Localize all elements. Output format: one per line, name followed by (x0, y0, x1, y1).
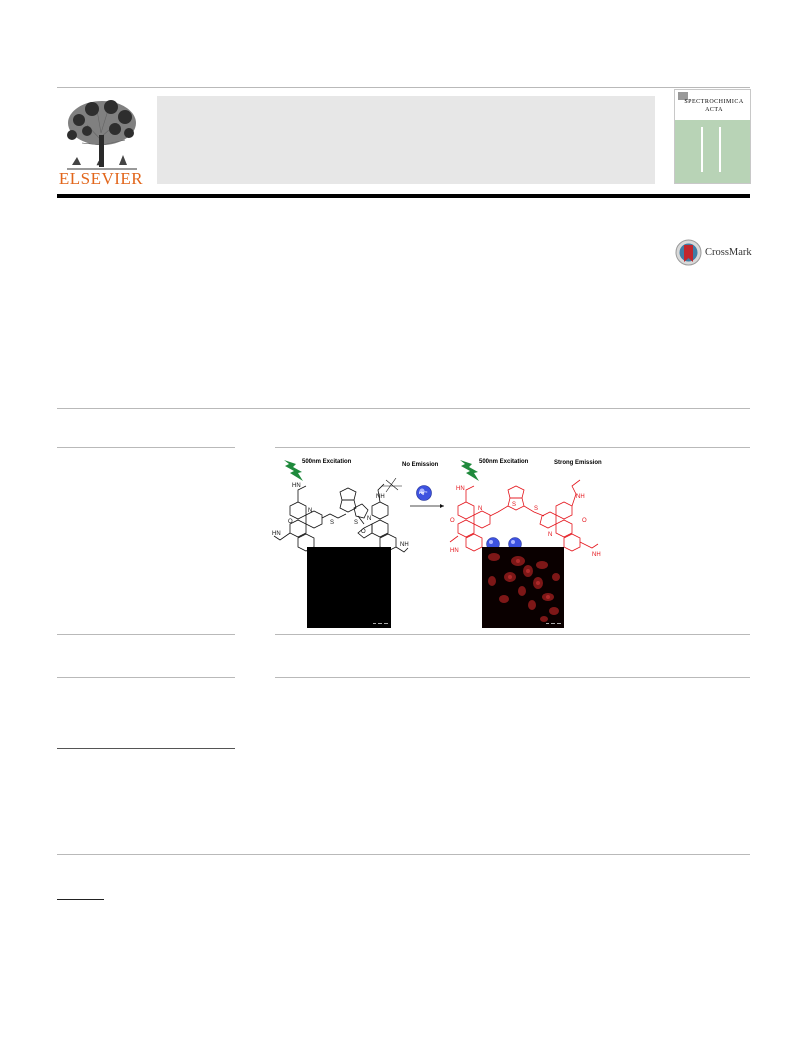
lightning-bolt-icon (460, 460, 479, 481)
o-label: O (288, 519, 293, 525)
left-column-rule (57, 447, 235, 448)
confocal-image-off (307, 547, 391, 628)
graphical-abstract: 500nm Excitation HN (268, 450, 620, 635)
n-label: N (478, 506, 482, 512)
nh-label: NH (400, 542, 409, 548)
no-emission-label: No Emission (402, 462, 439, 468)
s-label: S (330, 520, 334, 526)
header-thick-rule (57, 194, 750, 198)
cover-logo-icon (678, 92, 688, 100)
top-rule (57, 87, 750, 88)
journal-header-panel (157, 96, 655, 184)
left-column-rule (57, 677, 235, 678)
nh-label: NH (576, 494, 585, 500)
hn-label: HN (456, 486, 465, 492)
publisher-wordmark[interactable]: ELSEVIER (58, 169, 144, 188)
section-rule (57, 854, 750, 855)
left-column-rule (57, 634, 235, 635)
o-label: O (450, 518, 455, 524)
right-column-rule (275, 447, 750, 448)
scale-bar-icon (373, 623, 388, 624)
crossmark-icon (675, 239, 702, 266)
nh-label: NH (592, 552, 601, 558)
ion-label: Hg²⁺ (419, 490, 428, 495)
elsevier-tree-logo (67, 100, 137, 170)
n-label: N (367, 516, 371, 522)
hn-label: HN (450, 548, 459, 554)
strong-emission-label: Strong Emission (554, 460, 602, 466)
o-label: O (582, 518, 587, 524)
s-label: S (534, 506, 538, 512)
hn-label: HN (272, 531, 281, 537)
s-label: S (354, 520, 358, 526)
o-label: O (361, 529, 366, 535)
cover-stripe (719, 127, 721, 172)
n-label: N (548, 532, 552, 538)
footnote-rule (57, 899, 104, 900)
left-column-rule (57, 748, 235, 749)
cover-journal-title: SPECTROCHIMICA ACTA (684, 99, 744, 113)
crossmark-badge[interactable]: CrossMark (675, 239, 755, 267)
crossmark-label: CrossMark (705, 247, 752, 258)
n-label: N (308, 508, 312, 514)
hn-label: HN (292, 483, 301, 489)
s-label: S (512, 502, 516, 508)
right-column-rule (275, 634, 750, 635)
excitation-label: 500nm Excitation (302, 459, 352, 465)
ion-addition-arrow (410, 485, 444, 508)
section-rule (57, 408, 750, 409)
nh-label: NH (376, 494, 385, 500)
fluorescent-cells (488, 553, 560, 622)
scale-bar-icon (546, 623, 561, 624)
journal-cover-thumbnail[interactable]: SPECTROCHIMICA ACTA (674, 89, 751, 184)
excitation-label: 500nm Excitation (479, 459, 529, 465)
lightning-bolt-icon (284, 460, 303, 481)
cover-stripe (701, 127, 703, 172)
right-column-rule (275, 677, 750, 678)
confocal-image-on (482, 547, 564, 628)
